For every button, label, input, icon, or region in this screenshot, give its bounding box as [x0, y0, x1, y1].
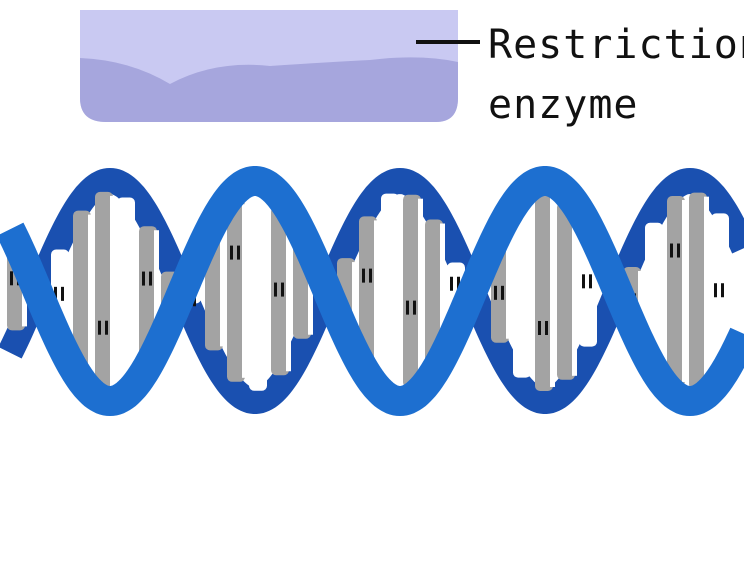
base-pair-highlight [374, 220, 379, 361]
bond-mark [142, 272, 145, 286]
restriction-enzyme [80, 10, 458, 122]
bond-mark [670, 244, 673, 258]
bond-mark [413, 301, 416, 315]
enzyme-label-line-2: enzyme [488, 82, 639, 128]
bond-mark [362, 269, 365, 283]
bond-mark [406, 301, 409, 315]
base-pair-highlight [704, 197, 709, 386]
base-pair-highlight [352, 262, 357, 320]
bond-mark [230, 246, 233, 260]
bond-mark [274, 283, 277, 297]
base-pair-highlight [506, 243, 511, 338]
bond-mark [721, 283, 724, 297]
bond-mark [10, 271, 13, 285]
bond-mark [369, 269, 372, 283]
base-pair-highlight [682, 200, 687, 382]
base-pair [249, 191, 267, 391]
bond-mark [149, 272, 152, 286]
bond-mark [105, 321, 108, 335]
enzyme-label-line-1: Restriction [488, 22, 744, 68]
bond-mark [545, 321, 548, 335]
bond-mark [589, 274, 592, 288]
bond-mark [582, 274, 585, 288]
base-pair-highlight [88, 215, 93, 368]
base-pair-highlight [110, 196, 115, 386]
base-pair-highlight [220, 236, 225, 347]
base-pair [117, 198, 135, 385]
base-pair-highlight [418, 199, 423, 384]
bond-mark [501, 286, 504, 300]
base-pair [381, 194, 399, 389]
bond-mark [538, 321, 541, 335]
bond-mark [98, 321, 101, 335]
base-pair-highlight [242, 204, 247, 378]
bond-mark [494, 286, 497, 300]
bond-mark [61, 287, 64, 301]
bond-mark [237, 246, 240, 260]
base-pair-highlight [550, 195, 555, 387]
bond-mark [281, 283, 284, 297]
dna-double-helix [7, 181, 744, 401]
bond-mark [677, 244, 680, 258]
bond-mark [714, 283, 717, 297]
bond-mark [450, 277, 453, 291]
